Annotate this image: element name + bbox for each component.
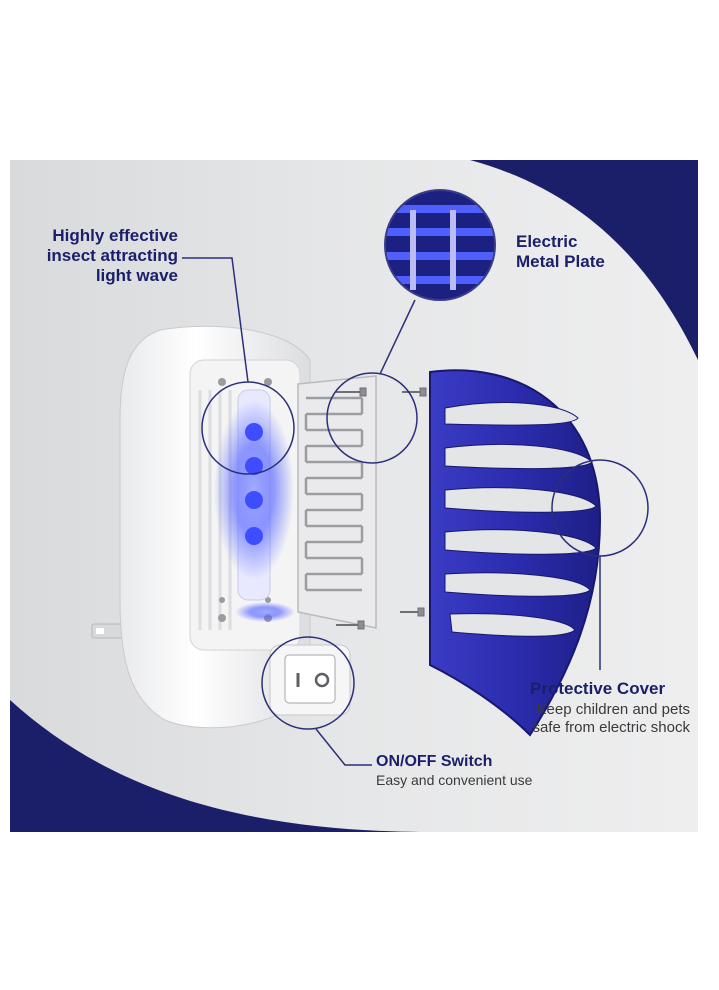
- metal-plate-line1: Electric: [516, 232, 578, 251]
- metal-plate-line2: Metal Plate: [516, 252, 605, 271]
- metal-plate-label: Electric Metal Plate: [516, 232, 646, 272]
- light-wave-line3: light wave: [95, 266, 178, 285]
- metal-plate: [297, 375, 377, 629]
- switch-subtitle: Easy and convenient use: [376, 772, 533, 788]
- protective-cover-shape: [429, 369, 602, 737]
- protective-cover-title: Protective Cover: [530, 679, 666, 698]
- navy-swoosh-top: [470, 160, 698, 360]
- light-wave-label: Highly effective insect attracting light…: [28, 226, 178, 286]
- leader-lines: [182, 257, 601, 766]
- switch-title: ON/OFF Switch: [376, 753, 493, 770]
- navy-swoosh-bottom: [10, 700, 420, 832]
- screws: [336, 387, 427, 630]
- protective-cover-label: Protective Cover Keep children and pets …: [500, 679, 690, 737]
- uv-glow: [214, 400, 294, 580]
- protective-cover-line1: Keep children and pets: [536, 701, 690, 718]
- light-wave-line1: Highly effective: [52, 226, 178, 245]
- uv-leds: [245, 423, 263, 545]
- zoom-metal-plate: [384, 189, 496, 301]
- switch-label: ON/OFF Switch Easy and convenient use: [376, 752, 576, 789]
- onoff-switch: [269, 644, 351, 716]
- light-wave-line2: insect attracting: [46, 246, 178, 265]
- protective-cover-line2: safe from electric shock: [532, 719, 690, 736]
